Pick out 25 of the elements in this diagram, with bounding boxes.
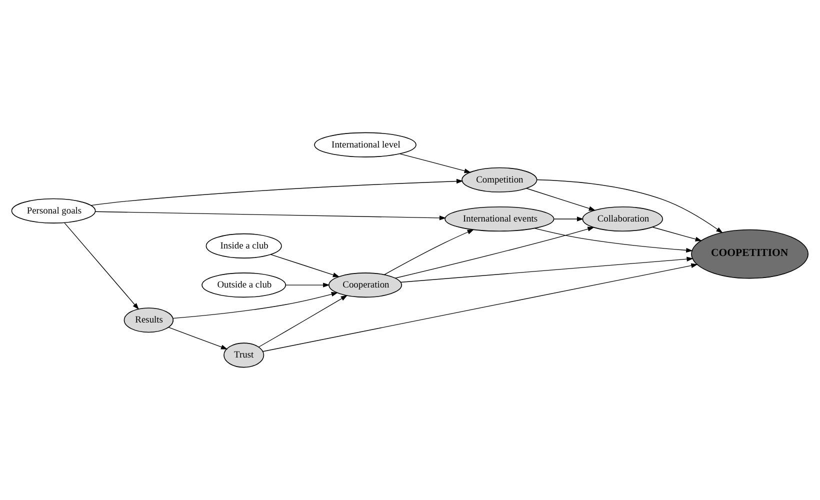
arrow — [64, 222, 140, 310]
arrow — [258, 295, 348, 348]
arrow — [526, 188, 596, 211]
arrow — [270, 254, 340, 278]
arrow — [652, 226, 702, 242]
arrow — [168, 326, 228, 350]
node-ellipse: Results — [124, 308, 174, 333]
arrow — [394, 226, 594, 278]
arrow — [400, 256, 694, 283]
arrow — [384, 229, 474, 276]
arrow — [285, 282, 330, 288]
arrow — [534, 228, 693, 253]
node-ellipse: Trust — [224, 342, 264, 368]
node-ellipse: Personal goals — [11, 198, 96, 224]
node-ellipse: Inside a club — [206, 233, 282, 258]
arrow — [399, 153, 472, 174]
node-ellipse: International level — [314, 132, 416, 158]
arrow — [90, 178, 464, 206]
arrow — [536, 179, 723, 234]
arrow — [172, 292, 338, 319]
arrow — [94, 211, 446, 220]
arrow — [554, 216, 584, 222]
node-ellipse: International events — [444, 206, 554, 232]
arrow — [262, 263, 698, 352]
node-ellipse: Outside a club — [202, 272, 286, 298]
